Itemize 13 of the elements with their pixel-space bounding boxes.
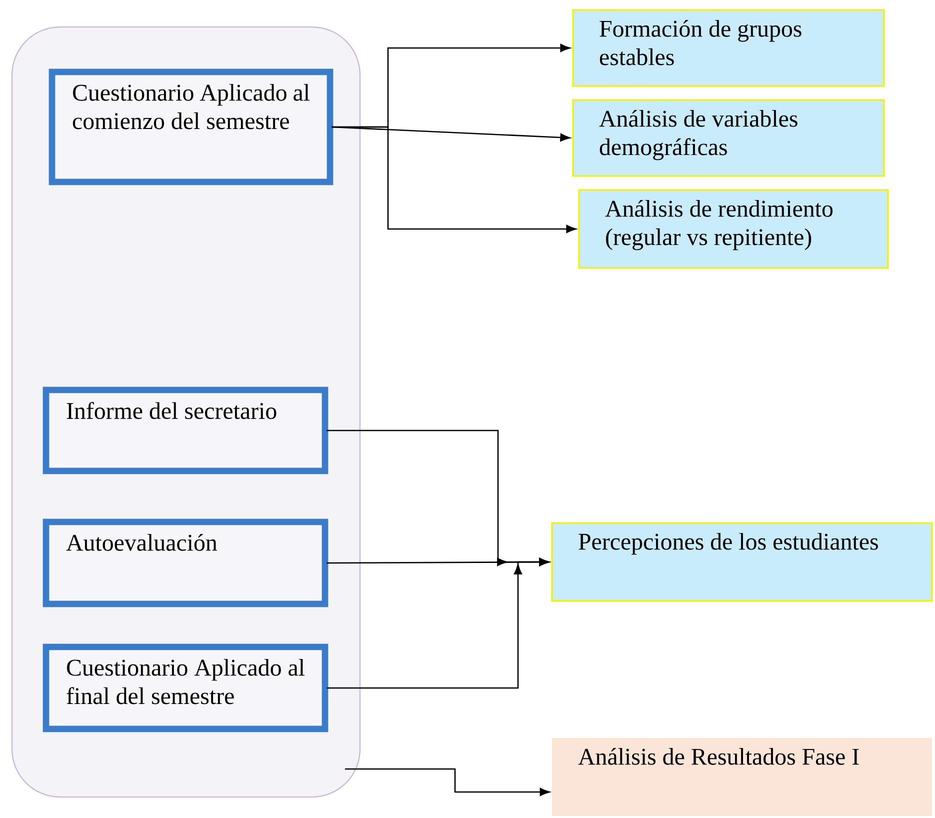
process-box: Informe del secretario xyxy=(42,386,328,474)
arrow xyxy=(326,558,550,689)
outcome-box: Análisis de variables demográficas xyxy=(572,99,885,177)
outcome-box: Percepciones de los estudiantes xyxy=(551,522,933,602)
process-box: Cuestionario Aplicado al comienzo del semestre xyxy=(48,68,334,186)
arrow xyxy=(345,768,550,796)
process-box: Cuestionario Aplicado al final del semestre xyxy=(42,644,328,732)
arrow xyxy=(332,126,570,142)
process-box: Autoevaluación xyxy=(42,518,328,608)
outcome-box: Análisis de rendimiento (regular vs repitiente) xyxy=(578,189,889,269)
arrow xyxy=(332,126,576,234)
outcome-box: Análisis de Resultados Fase I xyxy=(552,738,932,816)
outcome-box: Formación de grupos estables xyxy=(572,9,885,87)
